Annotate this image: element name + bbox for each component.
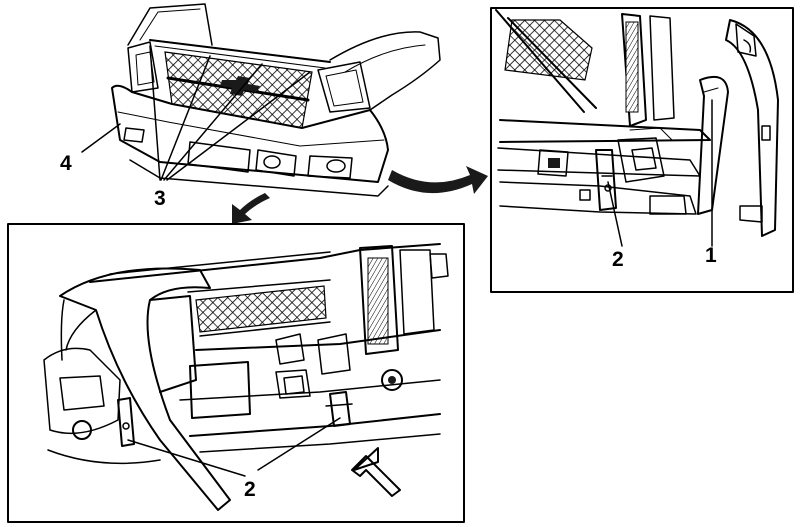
overview-vehicle-front [111,3,441,197]
inset-right-frame [490,7,794,293]
inset-bottom-frame [7,223,465,523]
callout-2-right: 2 [612,248,624,271]
inset-bottom-leader-lines [127,417,341,477]
callout-3: 3 [154,187,166,210]
inset-bottom-drawing [43,243,449,511]
inset-right-drawing [495,9,779,237]
arrow-to-bottom-inset [232,193,270,224]
overview-leader-lines [81,45,311,181]
inset-right-leader-lines [607,99,713,247]
callout-4: 4 [60,152,72,175]
callout-2-bottom: 2 [244,478,256,501]
arrow-to-right-inset [388,166,488,194]
callout-1: 1 [705,244,717,267]
